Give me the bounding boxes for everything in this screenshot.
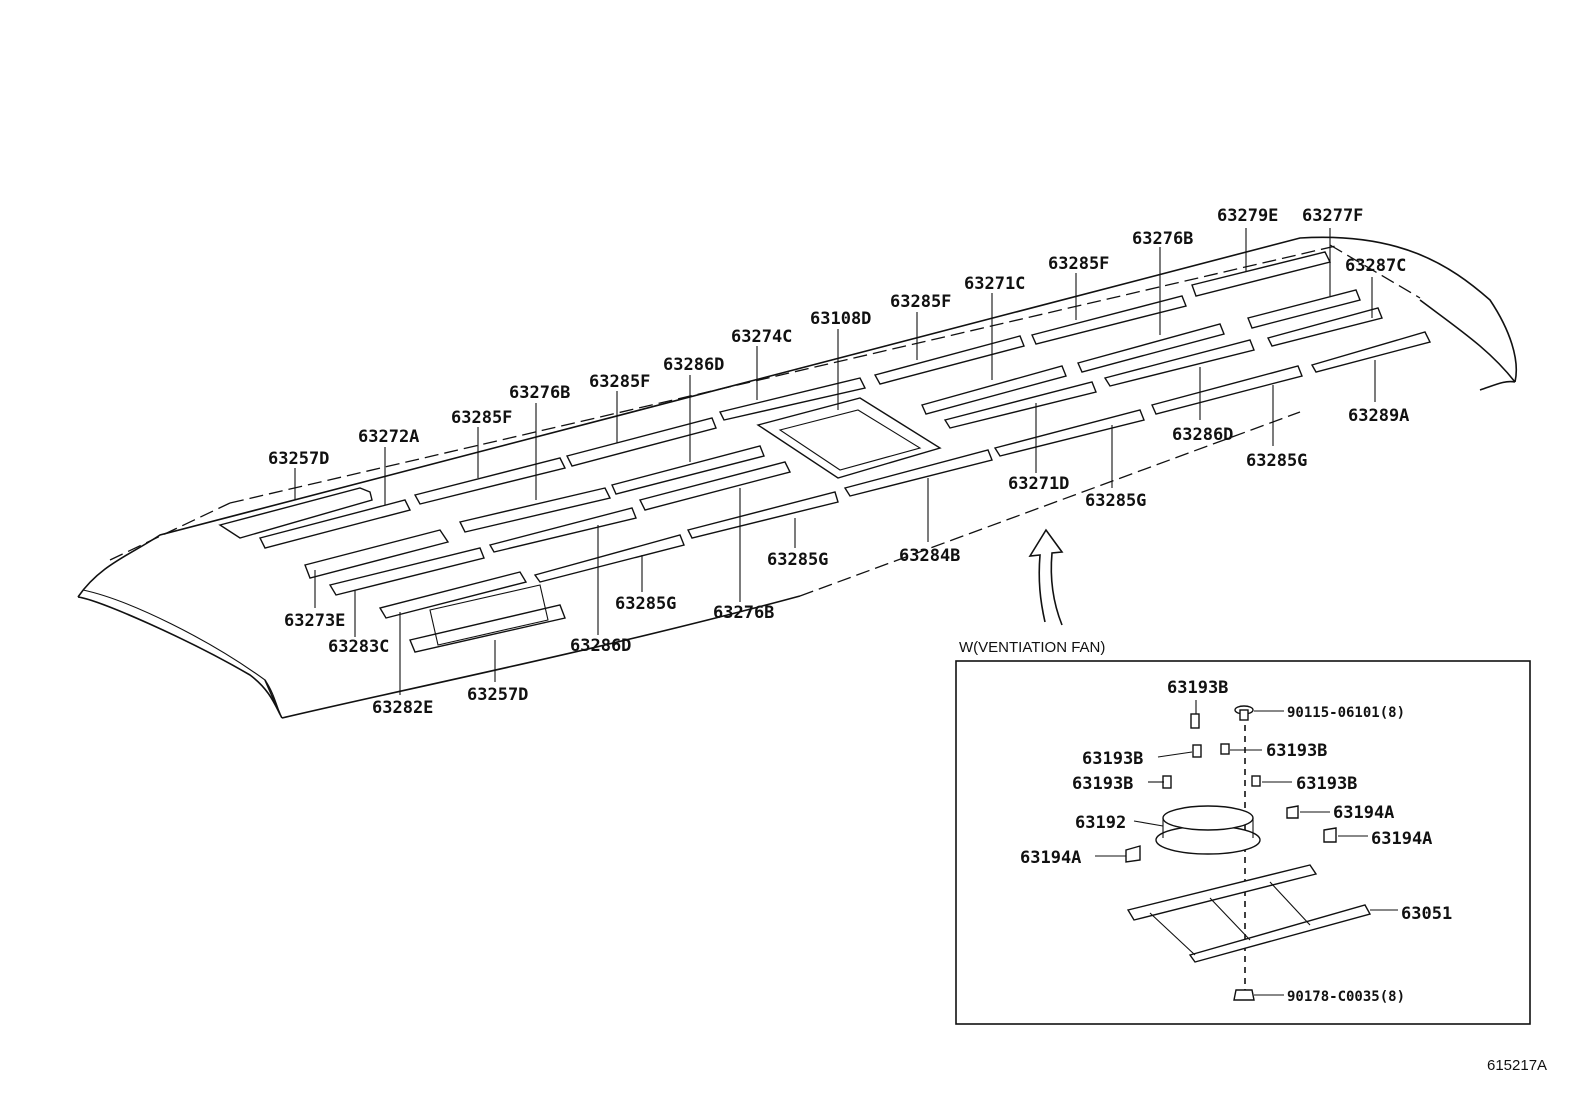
roof-leaders (294, 228, 1376, 695)
screw-icon (1234, 705, 1254, 721)
bracket-icon (1286, 805, 1299, 819)
label-63194A-l: 63194A (1020, 848, 1081, 868)
label-63285F-4: 63285F (1048, 254, 1109, 274)
roof-labels: 63257D 63272A 63285F 63276B 63285F 63286… (268, 206, 1409, 718)
roof-rails (218, 251, 1432, 653)
label-63279E: 63279E (1217, 206, 1278, 226)
label-63286D-2: 63286D (1172, 425, 1233, 445)
label-63194A-r2: 63194A (1371, 829, 1432, 849)
label-63051: 63051 (1401, 904, 1452, 924)
label-63277F: 63277F (1302, 206, 1363, 226)
label-63287C: 63287C (1345, 256, 1406, 276)
label-63257D-top: 63257D (268, 449, 329, 469)
label-63276B-3: 63276B (713, 603, 774, 623)
label-63274C: 63274C (731, 327, 792, 347)
fan-frame (1126, 864, 1372, 963)
clip-icon (1220, 743, 1230, 755)
label-63193B-top: 63193B (1167, 678, 1228, 698)
bracket-icon (1125, 845, 1141, 863)
clip-icon (1251, 775, 1261, 787)
label-63193B-l2: 63193B (1072, 774, 1133, 794)
label-63193B-r2: 63193B (1296, 774, 1357, 794)
label-63276B-2: 63276B (1132, 229, 1193, 249)
label-63276B-1: 63276B (509, 383, 570, 403)
label-63285G-4: 63285G (615, 594, 676, 614)
clip-icon (1190, 713, 1200, 729)
label-63284B: 63284B (899, 546, 960, 566)
nut-icon (1233, 989, 1255, 1001)
up-arrow-icon (1028, 528, 1064, 626)
label-63193B-l1: 63193B (1082, 749, 1143, 769)
label-63282E: 63282E (372, 698, 433, 718)
label-63285G-1: 63285G (1246, 451, 1307, 471)
label-90178: 90178-C0035(8) (1287, 989, 1405, 1005)
label-63271C: 63271C (964, 274, 1025, 294)
label-63192: 63192 (1075, 813, 1126, 833)
fan-caption: W(VENTIATION FAN) (959, 639, 1105, 656)
label-63257D-bot: 63257D (467, 685, 528, 705)
label-90115: 90115-06101(8) (1287, 705, 1405, 721)
label-63285G-2: 63285G (1085, 491, 1146, 511)
label-63271D: 63271D (1008, 474, 1069, 494)
label-63273E: 63273E (284, 611, 345, 631)
label-63286D-3: 63286D (570, 636, 631, 656)
label-63285F-2: 63285F (589, 372, 650, 392)
clip-icon (1192, 744, 1202, 758)
label-63193B-r1: 63193B (1266, 741, 1327, 761)
label-63285F-1: 63285F (451, 408, 512, 428)
label-63289A: 63289A (1348, 406, 1409, 426)
label-63108D: 63108D (810, 309, 871, 329)
clip-icon (1162, 775, 1172, 789)
label-63285F-3: 63285F (890, 292, 951, 312)
fan-inset: W(VENTIATION FAN) (955, 639, 1531, 1025)
figure-id: 615217A (1487, 1057, 1547, 1074)
roof-outline (77, 236, 1518, 719)
label-63194A-r1: 63194A (1333, 803, 1394, 823)
label-63285G-3: 63285G (767, 550, 828, 570)
label-63272A: 63272A (358, 427, 419, 447)
label-63286D-1: 63286D (663, 355, 724, 375)
label-63283C: 63283C (328, 637, 389, 657)
fan-ring (1155, 805, 1261, 855)
bracket-icon (1323, 827, 1337, 843)
